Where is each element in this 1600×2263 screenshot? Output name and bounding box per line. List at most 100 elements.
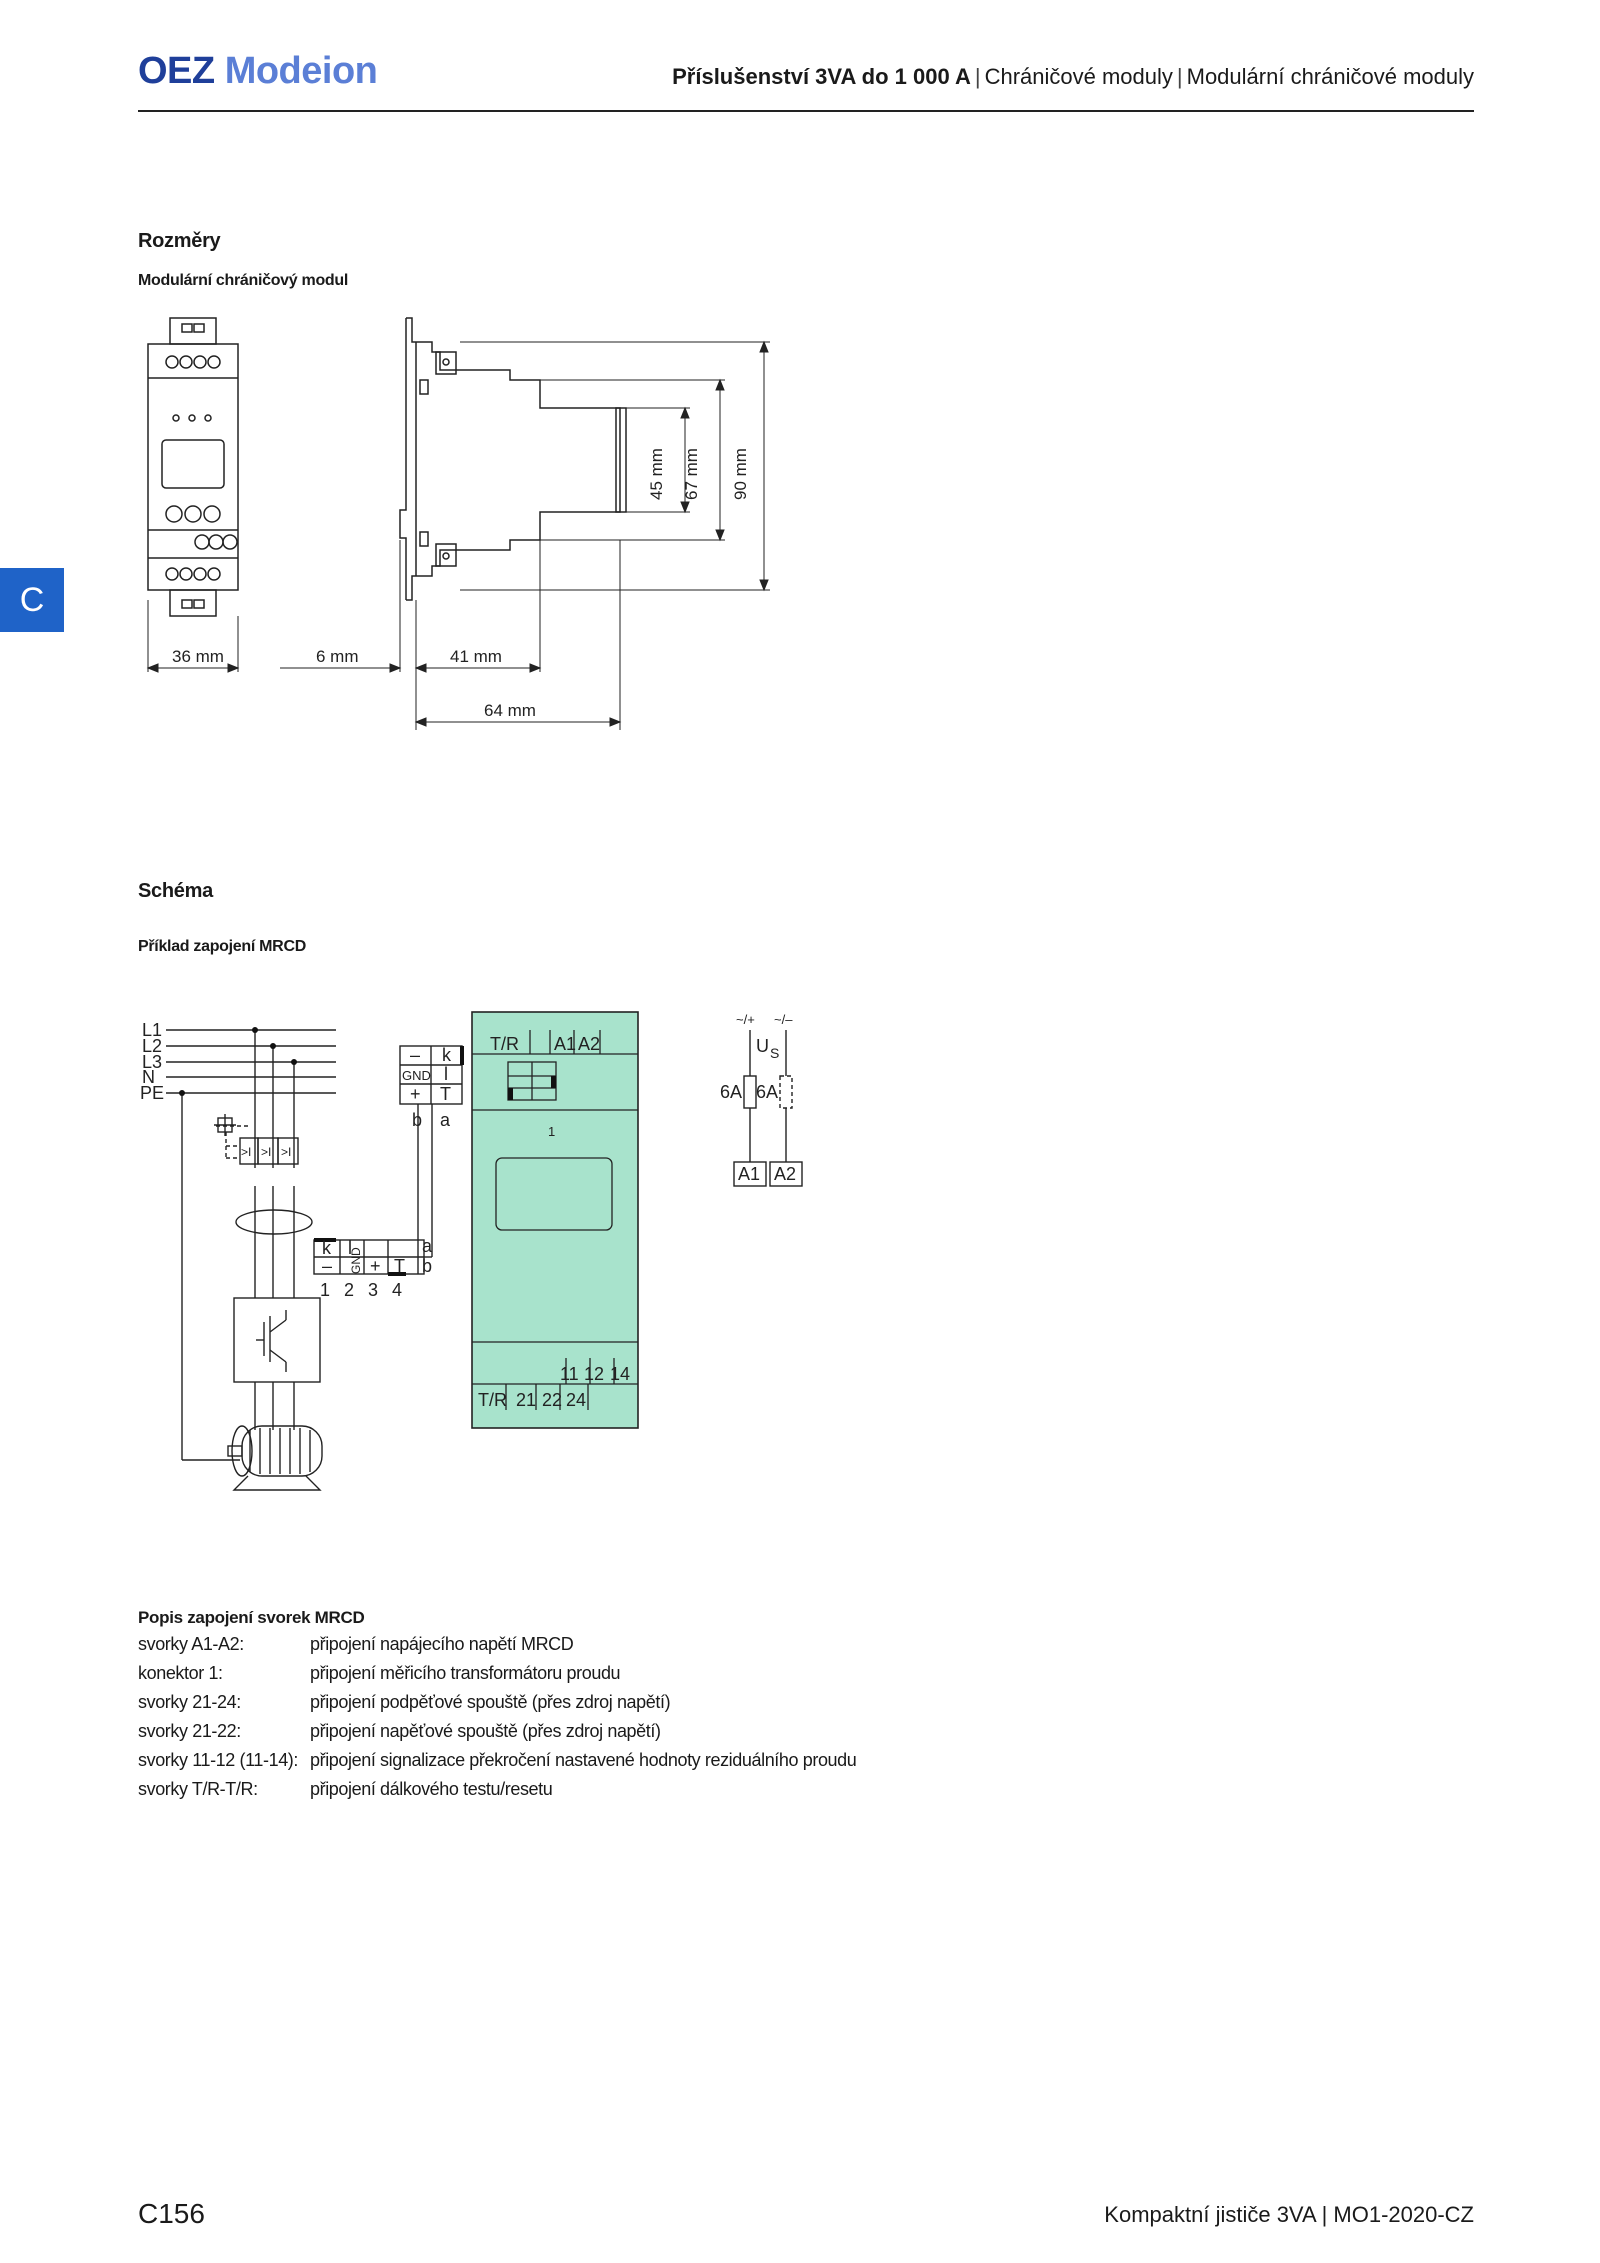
connector-label: + xyxy=(370,1256,381,1276)
footer-doc-title: Kompaktní jističe 3VA xyxy=(1104,2202,1316,2227)
breadcrumb: Příslušenství 3VA do 1 000 A|Chráničové … xyxy=(672,64,1474,90)
sensor-label: T xyxy=(440,1084,451,1104)
section-subtitle-dimensions: Modulární chráničový modul xyxy=(138,272,349,289)
legend-row: svorky 21-22: připojení napěťové spouště … xyxy=(138,1721,856,1750)
legend-key: svorky 21-24: xyxy=(138,1692,241,1712)
legend-desc: připojení podpěťové spouště (přes zdroj … xyxy=(310,1692,671,1712)
legend-desc: připojení napěťové spouště (přes zdroj n… xyxy=(310,1721,661,1741)
legend-table: svorky A1-A2: připojení napájecího napětí… xyxy=(138,1634,857,1808)
logo-product: Modeion xyxy=(224,50,378,92)
connector-label: 4 xyxy=(392,1280,402,1300)
dim-67: 67 mm xyxy=(682,448,701,500)
section-title-schema: Schéma xyxy=(138,880,213,902)
sensor-label: k xyxy=(442,1045,452,1065)
legend-row: svorky T/R-T/R: připojení dálkového testu… xyxy=(138,1779,856,1808)
legend-row: svorky 21-24: připojení podpěťové spouště… xyxy=(138,1692,856,1721)
section-subtitle-schema: Příklad zapojení MRCD xyxy=(138,938,306,955)
breadcrumb-item: Chráničové moduly xyxy=(984,64,1173,89)
chapter-tab: C xyxy=(0,568,64,632)
legend-key: svorky 11-12 (11-14): xyxy=(138,1750,298,1770)
supply-label: U xyxy=(756,1036,769,1056)
legend-desc: připojení napájecího napětí MRCD xyxy=(310,1634,574,1654)
motor-icon xyxy=(227,1425,323,1491)
bus-label: L2 xyxy=(142,1036,162,1056)
breadcrumb-item: Modulární chráničové moduly xyxy=(1186,64,1474,89)
module-label: 12 xyxy=(584,1364,604,1384)
mrcd-module xyxy=(471,1011,639,1429)
supply-label: S xyxy=(770,1045,779,1061)
module-label: 24 xyxy=(566,1390,586,1410)
terminal-legend: Popis zapojení svorek MRCD svorky A1-A2:… xyxy=(138,1608,857,1808)
trip-label: >I xyxy=(261,1145,271,1159)
legend-key: svorky A1-A2: xyxy=(138,1634,244,1654)
dimension-drawing: 36 mm 6 mm 41 mm 64 mm 45 mm 67 mm 90 mm xyxy=(146,317,770,730)
legend-key: konektor 1: xyxy=(138,1663,223,1683)
module-label: 11 xyxy=(560,1364,579,1384)
footer-doc-info: Kompaktní jističe 3VA | MO1-2020-CZ xyxy=(1104,2202,1474,2228)
fuse-label: 6A xyxy=(720,1082,742,1102)
sensor-label: b xyxy=(412,1110,422,1130)
footer-separator: | xyxy=(1321,2202,1328,2227)
dim-64: 64 mm xyxy=(484,701,536,720)
module-label: T/R xyxy=(478,1390,507,1410)
legend-key: svorky T/R-T/R: xyxy=(138,1779,258,1799)
connector-label: GND xyxy=(349,1247,363,1274)
module-label: 1 xyxy=(548,1124,555,1139)
dimension-lines xyxy=(146,340,770,730)
module-label: T/R xyxy=(490,1034,519,1054)
section-title-dimensions: Rozměry xyxy=(138,230,221,252)
connector-label: a xyxy=(422,1236,433,1256)
module-label: A2 xyxy=(578,1034,600,1054)
legend-desc: připojení dálkového testu/resetu xyxy=(310,1779,553,1799)
sensor-label: – xyxy=(410,1045,420,1065)
terminal-label: A1 xyxy=(738,1164,760,1184)
connector-label: 2 xyxy=(344,1280,354,1300)
fuse-label: 6A xyxy=(756,1082,778,1102)
module-label: 21 xyxy=(516,1390,536,1410)
dim-45: 45 mm xyxy=(647,448,666,500)
legend-title: Popis zapojení svorek MRCD xyxy=(138,1608,365,1627)
dim-41: 41 mm xyxy=(450,647,502,666)
legend-row: svorky A1-A2: připojení napájecího napětí… xyxy=(138,1634,856,1663)
module-front-view xyxy=(147,317,239,617)
trip-label: >I xyxy=(241,1145,251,1159)
dim-6: 6 mm xyxy=(316,647,359,666)
module-label: A1 xyxy=(554,1034,576,1054)
footer-doc-code: MO1-2020-CZ xyxy=(1333,2202,1474,2227)
legend-key: svorky 21-22: xyxy=(138,1721,241,1741)
trip-label: >I xyxy=(281,1145,291,1159)
dim-36: 36 mm xyxy=(172,647,224,666)
dim-90: 90 mm xyxy=(731,448,750,500)
bus-label: L1 xyxy=(142,1020,162,1040)
legend-row: svorky 11-12 (11-14): připojení signaliza… xyxy=(138,1750,857,1779)
module-side-view xyxy=(399,317,627,601)
legend-row: konektor 1: připojení měřicího transformá… xyxy=(138,1663,856,1692)
supply-label: ~/+ xyxy=(736,1012,755,1027)
connector-label: 1 xyxy=(320,1280,330,1300)
header-divider xyxy=(138,110,1474,112)
breadcrumb-separator: | xyxy=(1176,64,1183,89)
connector-label: b xyxy=(422,1256,432,1276)
sensor-label: + xyxy=(410,1084,421,1104)
brand-logo: OEZ Modeion xyxy=(138,50,378,93)
bus-label: N xyxy=(142,1067,155,1087)
connector-label: l xyxy=(348,1238,352,1258)
supply-label: ~/– xyxy=(774,1012,793,1027)
module-label: 22 xyxy=(542,1390,562,1410)
breadcrumb-separator: | xyxy=(974,64,981,89)
connector-label: k xyxy=(322,1238,332,1258)
bus-label: L3 xyxy=(142,1052,162,1072)
module-label: 14 xyxy=(610,1364,630,1384)
sensor-label: a xyxy=(440,1110,451,1130)
legend-desc: připojení měřicího transformátoru proudu xyxy=(310,1663,621,1683)
breadcrumb-item: Příslušenství 3VA do 1 000 A xyxy=(672,64,971,89)
sensor-label: GND xyxy=(402,1068,431,1083)
terminal-label: A2 xyxy=(774,1164,796,1184)
page-number: C156 xyxy=(138,2198,205,2229)
wiring-diagram: L1 L2 L3 N PE – k GND l + T b a >I >I >I… xyxy=(140,1011,803,1491)
connector-label: 3 xyxy=(368,1280,378,1300)
legend-desc: připojení signalizace překročení nastave… xyxy=(310,1750,857,1770)
sensor-label: l xyxy=(444,1064,448,1084)
logo-brand: OEZ xyxy=(138,50,215,92)
bus-label: PE xyxy=(140,1083,164,1103)
